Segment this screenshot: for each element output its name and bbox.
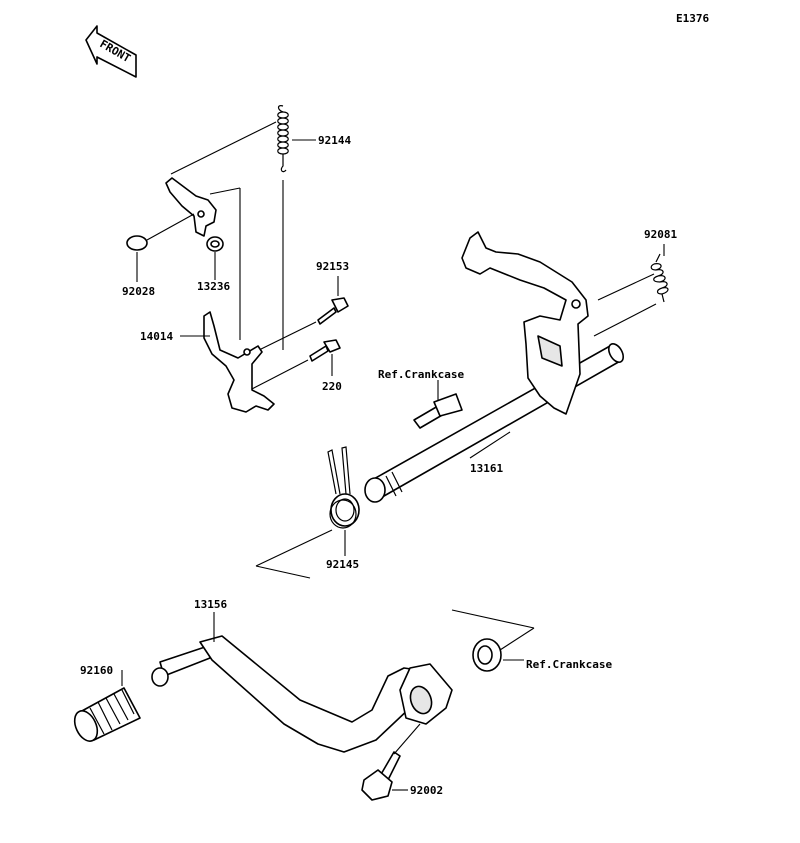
label-92153: 92153 [316, 260, 349, 273]
ref-crankcase-lower: Ref.Crankcase [526, 658, 612, 671]
shift-shaft-13161[interactable] [364, 341, 626, 503]
label-13156: 13156 [194, 598, 227, 611]
return-spring-92145[interactable] [327, 446, 360, 529]
label-14014: 14014 [140, 330, 173, 343]
label-92002: 92002 [410, 784, 443, 797]
label-92081: 92081 [644, 228, 677, 241]
ref-crankcase-upper: Ref.Crankcase [378, 368, 464, 381]
label-92028: 92028 [122, 285, 155, 298]
spring-92081[interactable] [650, 253, 669, 303]
spring-92144[interactable] [277, 105, 289, 173]
shift-fork-plate[interactable] [461, 231, 589, 415]
diagram-code: E1376 [676, 12, 709, 25]
front-arrow-icon: FRONT [85, 25, 137, 78]
label-92160: 92160 [80, 664, 113, 677]
label-92145: 92145 [326, 558, 359, 571]
pedal-rubber-92160[interactable] [70, 687, 141, 745]
label-92144: 92144 [318, 134, 351, 147]
crankcase-pin[interactable] [413, 393, 463, 429]
bolt-220[interactable] [309, 339, 341, 362]
label-220: 220 [322, 380, 342, 393]
shift-lever-14014[interactable] [203, 311, 275, 413]
shift-arm-plate[interactable] [165, 177, 217, 237]
label-13236: 13236 [197, 280, 230, 293]
washer-92028[interactable] [126, 235, 148, 251]
bolt-92002[interactable] [361, 751, 401, 801]
label-13161: 13161 [470, 462, 503, 475]
bolt-92153[interactable] [317, 297, 349, 325]
shift-pedal-13156[interactable] [151, 635, 453, 753]
